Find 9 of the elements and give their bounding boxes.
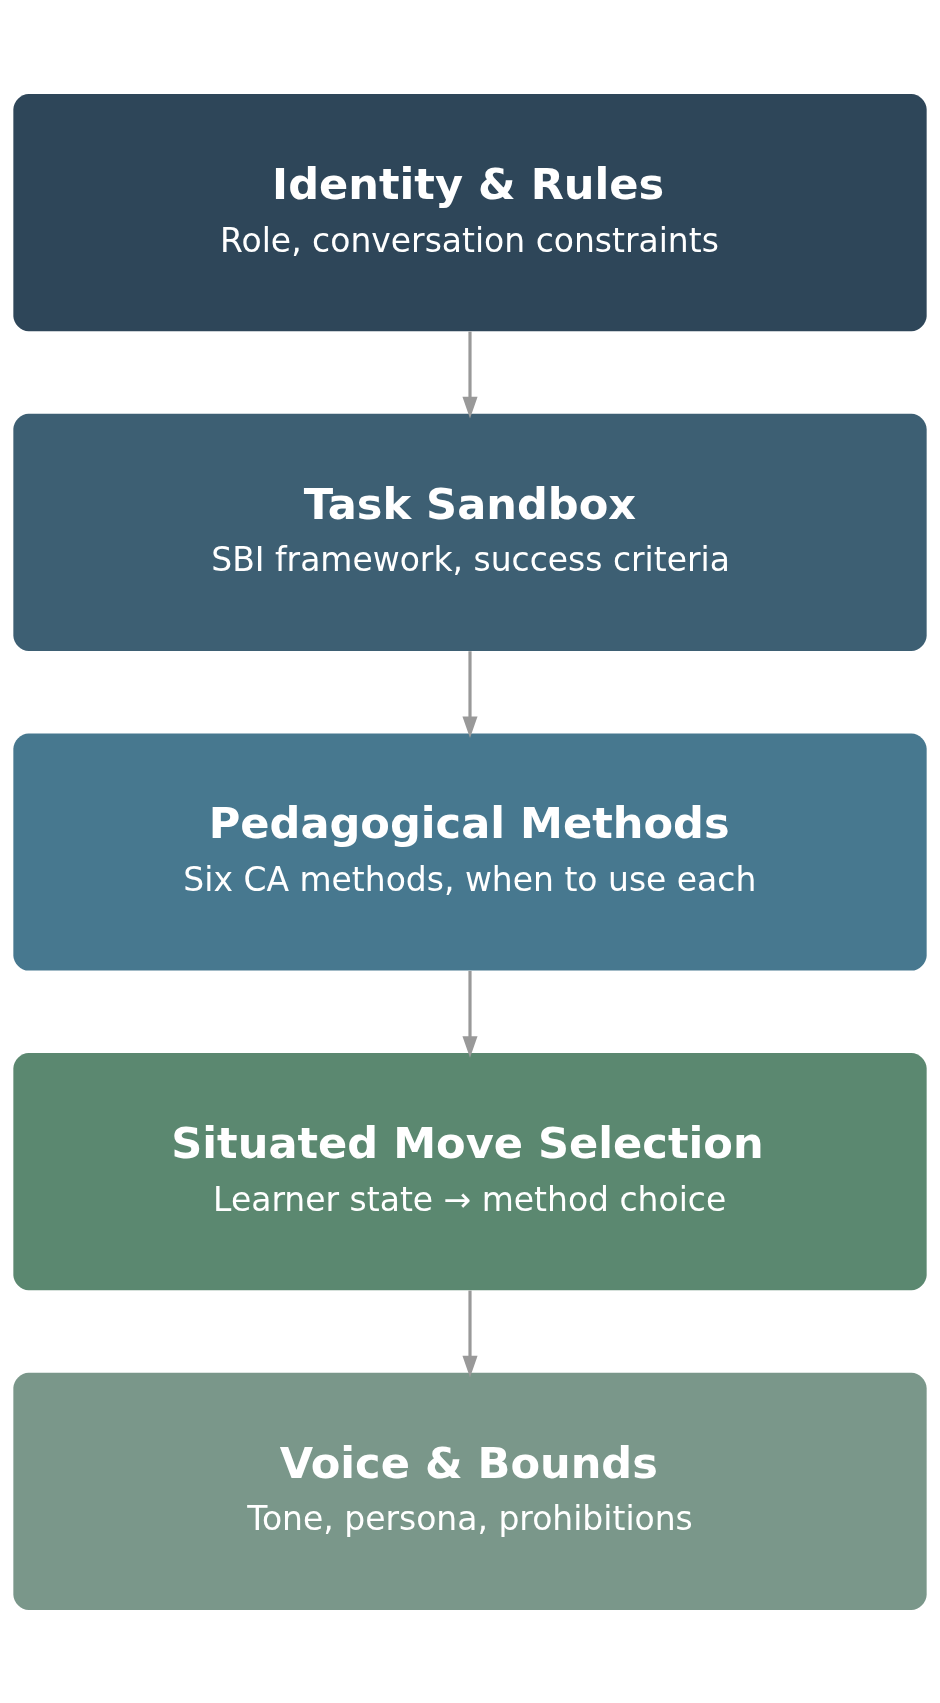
node-box: Situated Move Selection Learner state → method choice (13, 1052, 927, 1290)
node-box: Identity & Rules Role, conversation constraints (13, 93, 927, 331)
arrow (462, 1290, 478, 1377)
arrow (462, 970, 478, 1058)
node-box: Pedagogical Methods Six CA methods, when to use each (13, 732, 927, 971)
arrow (462, 650, 478, 738)
node-box: Voice & Bounds Tone, persona, prohibitions (13, 1372, 927, 1610)
node-box: Task Sandbox SBI framework, success criteria (13, 413, 927, 651)
arrow (462, 331, 478, 418)
